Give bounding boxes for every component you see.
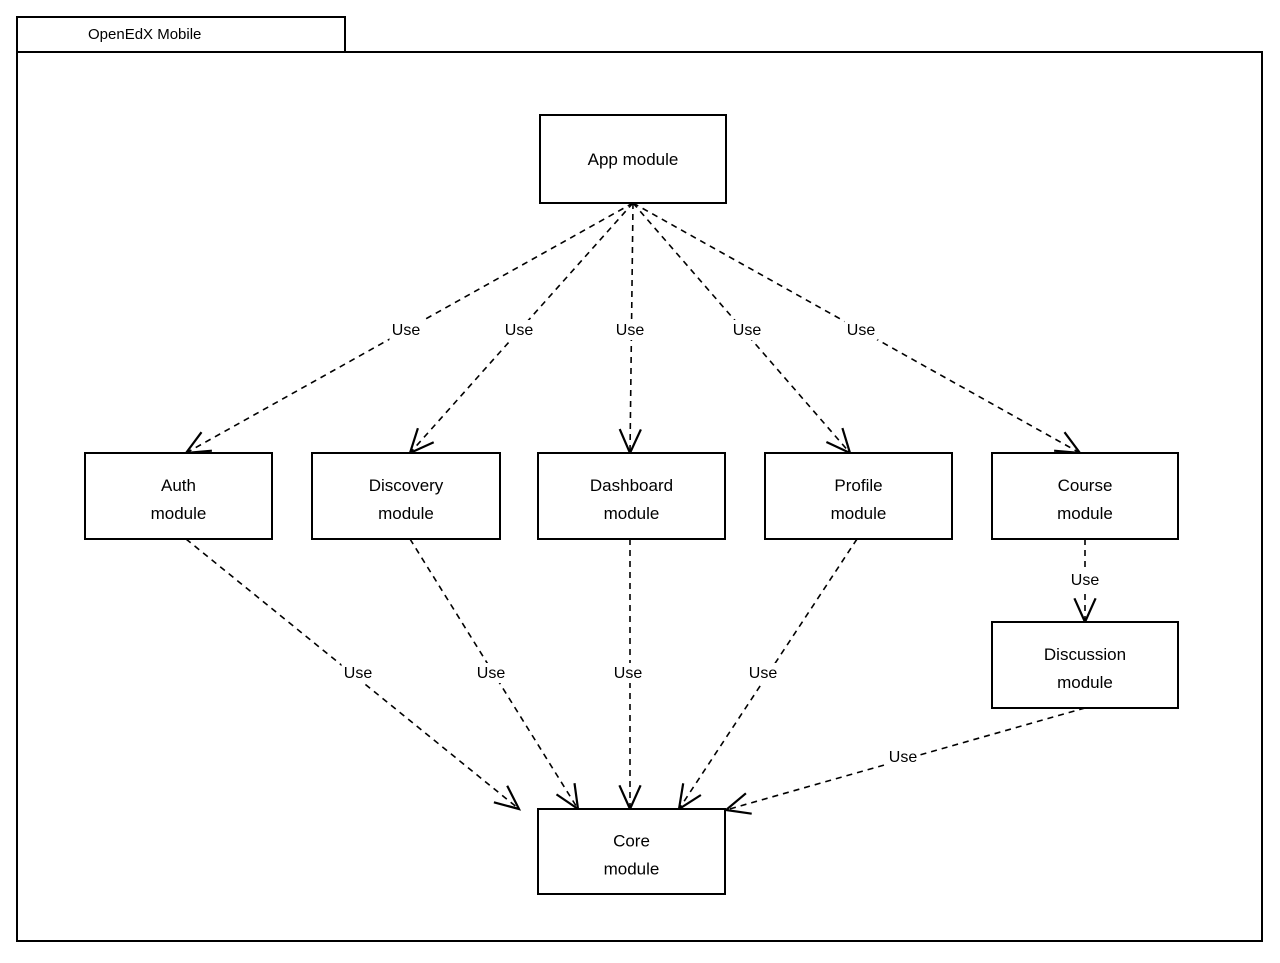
- dependency-arrowhead: [677, 783, 702, 812]
- module-layer: App moduleAuthmoduleDiscoverymoduleDashb…: [84, 114, 1179, 895]
- dependency-label: Use: [616, 322, 645, 339]
- module-box-course[interactable]: [991, 452, 1179, 540]
- dependency-label-backdrop: [389, 320, 423, 340]
- dependency-arrowhead: [408, 427, 435, 456]
- module-auth[interactable]: Auth module: [84, 452, 273, 540]
- dependency-label-backdrop: [502, 320, 536, 340]
- dependency-app-discovery: Use: [408, 202, 634, 456]
- package-frame: [16, 16, 1263, 942]
- module-box-discussion[interactable]: [991, 621, 1179, 709]
- module-box-dashboard[interactable]: [537, 452, 726, 540]
- module-label-discussion-line2: module: [1057, 673, 1113, 692]
- dependency-label-backdrop: [844, 320, 878, 340]
- dependency-arrowhead: [493, 785, 522, 811]
- dependency-label-backdrop: [613, 320, 647, 340]
- dependency-label-backdrop: [746, 663, 780, 683]
- dependency-label-backdrop: [611, 663, 645, 683]
- module-dashboard[interactable]: Dashboard module: [537, 452, 726, 540]
- dependency-label: Use: [614, 665, 643, 682]
- module-discussion[interactable]: Discussion module: [991, 621, 1179, 709]
- module-app[interactable]: App module: [539, 114, 727, 204]
- dependency-app-auth: Use: [183, 202, 634, 455]
- dependency-arrowhead: [723, 792, 752, 815]
- dependency-label: Use: [733, 322, 762, 339]
- module-label-core: Core: [613, 832, 650, 851]
- module-box-auth[interactable]: [84, 452, 273, 540]
- dependency-app-dashboard: Use: [613, 202, 647, 456]
- dependency-label: Use: [749, 665, 778, 682]
- dependency-profile-core: Use: [677, 538, 858, 812]
- module-label-dashboard-line2: module: [604, 504, 660, 523]
- module-label-discovery-line2: module: [378, 504, 434, 523]
- dependency-app-course: Use: [632, 202, 1083, 455]
- module-course[interactable]: Course module: [991, 452, 1179, 540]
- package-tab-outline: [16, 16, 346, 52]
- package-title: OpenEdX Mobile: [88, 26, 201, 43]
- dependency-arrowhead: [1054, 431, 1083, 455]
- dependency-app-profile: Use: [632, 202, 852, 456]
- module-core[interactable]: Core module: [537, 808, 726, 895]
- dependency-label-backdrop: [1068, 570, 1102, 590]
- module-label-discovery: Discovery: [369, 476, 444, 495]
- dependency-line: [678, 538, 858, 810]
- dependency-arrowhead: [183, 431, 212, 455]
- module-label-course: Course: [1058, 476, 1113, 495]
- dependency-label-backdrop: [730, 320, 764, 340]
- package-body-outline: [16, 51, 1263, 942]
- dependency-label-backdrop: [341, 663, 375, 683]
- module-box-core[interactable]: [537, 808, 726, 895]
- dependency-label-backdrop: [474, 663, 508, 683]
- module-box-app[interactable]: [539, 114, 727, 204]
- module-label-auth: Auth: [161, 476, 196, 495]
- dependency-label: Use: [477, 665, 506, 682]
- module-label-profile-line2: module: [831, 504, 887, 523]
- dependency-dashboard-core: Use: [611, 539, 645, 812]
- module-label-auth-line2: module: [151, 504, 207, 523]
- dependency-label-backdrop: [886, 747, 920, 767]
- dependency-label: Use: [847, 322, 876, 339]
- dependency-label: Use: [889, 749, 918, 766]
- dependency-line: [725, 707, 1086, 811]
- module-box-profile[interactable]: [764, 452, 953, 540]
- dependency-discovery-core: Use: [409, 538, 580, 812]
- module-discovery[interactable]: Discovery module: [311, 452, 501, 540]
- module-label-discussion: Discussion: [1044, 645, 1126, 664]
- module-profile[interactable]: Profile module: [764, 452, 953, 540]
- dependency-auth-core: Use: [185, 538, 522, 811]
- dependency-course-discussion: Use: [1068, 539, 1102, 625]
- dependency-label: Use: [392, 322, 421, 339]
- module-label-app: App module: [588, 150, 679, 169]
- module-box-discovery[interactable]: [311, 452, 501, 540]
- dependency-label: Use: [505, 322, 534, 339]
- module-label-dashboard: Dashboard: [590, 476, 673, 495]
- module-label-core-line2: module: [604, 860, 660, 879]
- dependency-label: Use: [1071, 572, 1100, 589]
- dependency-discussion-core: Use: [723, 707, 1086, 815]
- module-label-course-line2: module: [1057, 504, 1113, 523]
- module-label-profile: Profile: [834, 476, 882, 495]
- dependency-label: Use: [344, 665, 373, 682]
